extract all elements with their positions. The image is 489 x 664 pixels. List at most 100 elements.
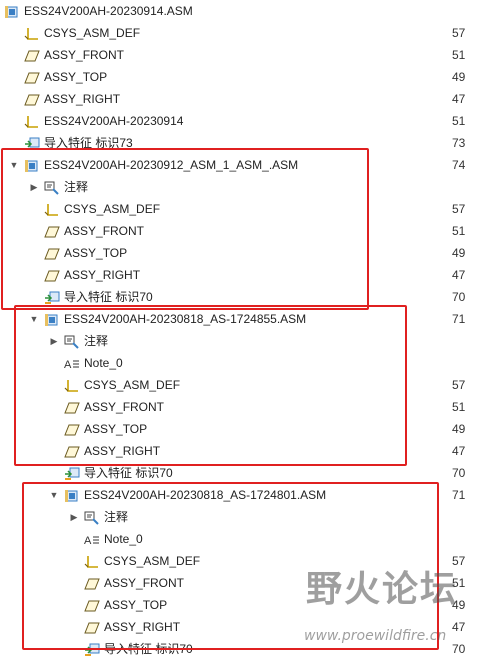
tree-row-label: CSYS_ASM_DEF — [44, 26, 141, 40]
datum-plane-icon — [24, 48, 40, 62]
tree-row-label: ESS24V200AH-20230912_ASM_1_ASM_.ASM — [44, 158, 299, 172]
tree-row-label: ASSY_RIGHT — [64, 268, 141, 282]
annotation-icon — [44, 180, 60, 195]
tree-row-label: ESS24V200AH-20230914 — [44, 114, 184, 128]
tree-row[interactable]: 导入特征 标识70 70 — [0, 462, 489, 484]
collapse-arrow-icon[interactable]: ▼ — [49, 490, 59, 500]
tree-row-label: Note_0 — [104, 532, 143, 546]
expand-arrow-icon[interactable]: ▶ — [70, 512, 78, 522]
assembly-icon — [24, 158, 40, 172]
datum-plane-icon — [84, 598, 100, 612]
tree-row-number: 47 — [452, 620, 466, 634]
tree-row-label: 导入特征 标识70 — [84, 466, 173, 480]
tree-row[interactable]: ASSY_FRONT 51 — [0, 572, 489, 594]
tree-row-number: 51 — [452, 576, 466, 590]
datum-plane-icon — [84, 576, 100, 590]
import-feature-icon — [24, 136, 40, 150]
tree-row[interactable]: ▼ ESS24V200AH-20230912_ASM_1_ASM_.ASM 74 — [0, 154, 489, 176]
tree-row-number: 71 — [452, 488, 466, 502]
assembly-icon — [4, 4, 20, 18]
tree-row[interactable]: ASSY_FRONT 51 — [0, 220, 489, 242]
tree-row-label: ASSY_TOP — [84, 422, 148, 436]
collapse-arrow-icon[interactable]: ▼ — [29, 314, 39, 324]
expand-arrow-icon[interactable]: ▶ — [50, 336, 58, 346]
tree-row-number: 57 — [452, 378, 466, 392]
datum-plane-icon — [44, 246, 60, 260]
tree-row-label: 注释 — [64, 180, 89, 194]
tree-row-label: 导入特征 标识73 — [44, 136, 133, 150]
tree-row[interactable]: CSYS_ASM_DEF 57 — [0, 374, 489, 396]
tree-row[interactable]: ESS24V200AH-20230914 51 — [0, 110, 489, 132]
tree-row[interactable]: ▶ 注释 — [0, 176, 489, 198]
assembly-icon — [64, 488, 80, 502]
datum-plane-icon — [64, 444, 80, 458]
tree-row-number: 51 — [452, 224, 466, 238]
tree-row-label: ASSY_TOP — [44, 70, 108, 84]
tree-row-number: 70 — [452, 642, 466, 656]
tree-row[interactable]: ASSY_TOP 49 — [0, 594, 489, 616]
tree-row-label: ASSY_FRONT — [44, 48, 125, 62]
tree-row-label: ASSY_FRONT — [64, 224, 145, 238]
annotation-icon — [84, 510, 100, 525]
tree-row-number: 49 — [452, 598, 466, 612]
tree-row-number: 57 — [452, 202, 466, 216]
tree-row[interactable]: ASSY_TOP 49 — [0, 66, 489, 88]
tree-row-label: ASSY_FRONT — [104, 576, 185, 590]
tree-row[interactable]: 导入特征 标识70 70 — [0, 286, 489, 308]
datum-plane-icon — [64, 422, 80, 436]
tree-row-number: 47 — [452, 92, 466, 106]
tree-row-label: ASSY_TOP — [64, 246, 128, 260]
collapse-arrow-icon[interactable]: ▼ — [9, 160, 19, 170]
tree-row-label: 注释 — [104, 510, 129, 524]
tree-row[interactable]: ▶ 注释 — [0, 506, 489, 528]
annotation-icon — [64, 334, 80, 349]
tree-row[interactable]: ASSY_RIGHT 47 — [0, 88, 489, 110]
tree-row-label: ASSY_RIGHT — [44, 92, 121, 106]
tree-row-label: ASSY_TOP — [104, 598, 168, 612]
tree-row-label: CSYS_ASM_DEF — [84, 378, 181, 392]
tree-row[interactable]: ▶ 注释 — [0, 330, 489, 352]
datum-plane-icon — [84, 620, 100, 634]
datum-plane-icon — [24, 70, 40, 84]
tree-row-number: 70 — [452, 290, 466, 304]
assembly-icon — [44, 312, 60, 326]
import-feature-icon — [44, 290, 60, 304]
tree-row-number: 74 — [452, 158, 466, 172]
datum-plane-icon — [24, 92, 40, 106]
tree-row-number: 49 — [452, 422, 466, 436]
tree-row[interactable]: ASSY_TOP 49 — [0, 418, 489, 440]
tree-row-label: ASSY_RIGHT — [104, 620, 181, 634]
csys-icon — [64, 378, 80, 392]
tree-row-number: 71 — [452, 312, 466, 326]
note-icon: A — [64, 356, 80, 371]
tree-row-label: ESS24V200AH-20230914.ASM — [24, 4, 193, 18]
tree-row[interactable]: ASSY_RIGHT 47 — [0, 616, 489, 638]
expand-arrow-icon[interactable]: ▶ — [30, 182, 38, 192]
tree-row-number: 70 — [452, 466, 466, 480]
datum-plane-icon — [44, 268, 60, 282]
csys-icon — [44, 202, 60, 216]
tree-row-label: 导入特征 标识70 — [64, 290, 153, 304]
tree-row[interactable]: ESS24V200AH-20230914.ASM — [0, 0, 489, 22]
datum-plane-icon — [64, 400, 80, 414]
tree-row-label: 注释 — [84, 334, 109, 348]
tree-row-number: 49 — [452, 70, 466, 84]
tree-row-number: 51 — [452, 114, 466, 128]
tree-row-number: 47 — [452, 444, 466, 458]
import-feature-icon — [64, 466, 80, 480]
